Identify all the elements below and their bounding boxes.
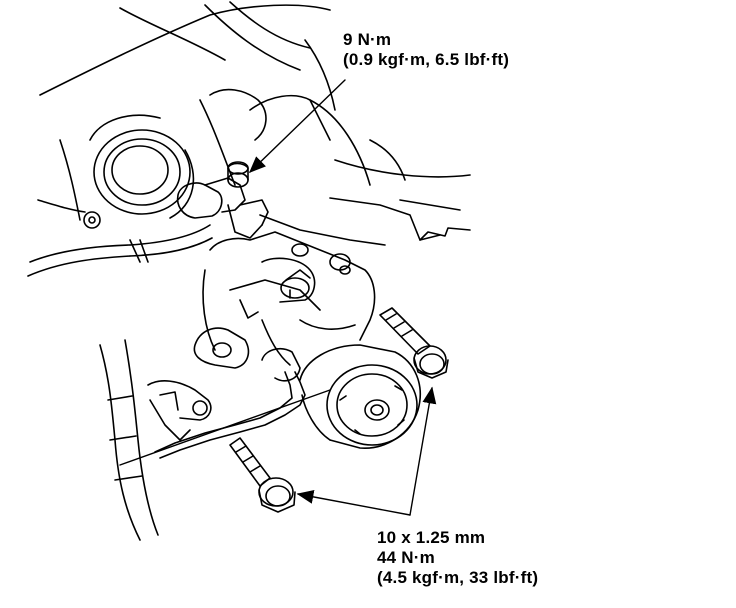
solenoid-housing — [299, 344, 422, 449]
mounting-bolts-torque-callout: 10 x 1.25 mm 44 N·m (4.5 kgf·m, 33 lbf·f… — [377, 528, 538, 588]
terminal-cable — [154, 348, 306, 459]
wiring-harness — [27, 224, 213, 541]
bracket — [147, 380, 212, 441]
upper-bolt-torque-callout: 9 N·m (0.9 kgf·m, 6.5 lbf·ft) — [343, 30, 509, 70]
lower-mounting-bolt — [229, 437, 296, 513]
mounting-bolts-torque-alt: (4.5 kgf·m, 33 lbf·ft) — [377, 568, 539, 587]
starter-body — [193, 231, 376, 369]
mounting-bolts-torque-nm: 44 N·m — [377, 548, 435, 567]
leader-lines — [119, 79, 437, 516]
mounting-bolts-size: 10 x 1.25 mm — [377, 528, 486, 547]
upper-mounting-bolt — [379, 307, 449, 379]
upper-bolt-torque-nm: 9 N·m — [343, 30, 392, 49]
sensor-connector — [176, 161, 269, 239]
round-port — [83, 114, 195, 229]
upper-bolt-torque-alt: (0.9 kgf·m, 6.5 lbf·ft) — [343, 50, 510, 69]
